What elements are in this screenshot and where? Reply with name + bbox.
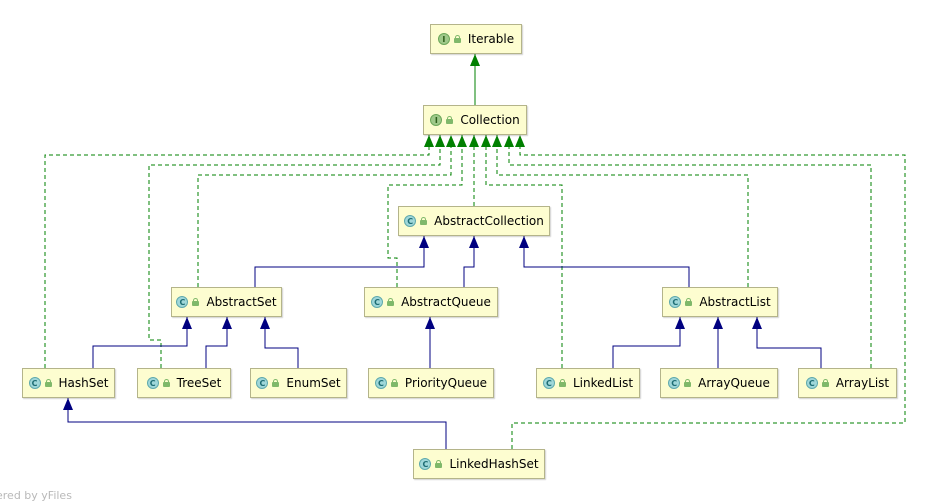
edge-abstractqueue-collection [387,135,463,287]
node-label: Iterable [467,32,515,46]
arrowhead-extends-10 [63,398,73,410]
arrowhead-collection-0 [424,135,434,147]
arrowhead-extends-3 [182,317,192,329]
node-label: AbstractSet [206,295,277,309]
edge-abstractqueue-abstractcollection [463,236,475,287]
node-linked-list[interactable]: C LinkedList [536,368,640,398]
arrowhead-extends-6 [425,317,435,329]
class-icon: C [669,296,682,308]
arrowhead-collection-2 [446,135,456,147]
arrowhead-collection-7 [504,135,514,147]
class-icon: C [668,377,681,389]
edge-linkedhashset-hashset [67,398,447,449]
node-label: ArrayQueue [698,376,770,390]
edge-enumset-abstractset [264,317,299,368]
edge-arraylist-abstractlist [756,317,822,368]
class-icon: C [28,377,41,389]
node-label: AbstractCollection [434,214,544,228]
class-icon: C [805,377,818,389]
class-icon: C [146,377,159,389]
public-lock-icon [821,379,830,387]
arrowhead-collection-1 [435,135,445,147]
public-lock-icon [684,298,693,306]
class-icon: C [374,377,387,389]
node-label: LinkedHashSet [449,457,539,471]
edge-treeset-collection [148,135,441,368]
edge-linkedlist-collection [485,135,563,368]
edge-linkedlist-abstractlist [612,317,681,368]
edge-linkedhashset-collection [511,135,906,449]
arrowhead-extends-0 [419,236,429,248]
class-icon: C [419,458,432,470]
public-lock-icon [558,379,567,387]
arrowhead-extends-4 [222,317,232,329]
node-hash-set[interactable]: C HashSet [22,368,115,398]
edge-hashset-collection [44,135,430,368]
node-abstract-set[interactable]: C AbstractSet [171,287,282,317]
edge-abstractset-abstractcollection [254,236,425,287]
node-abstract-list[interactable]: C AbstractList [662,287,778,317]
node-label: TreeSet [176,376,222,390]
arrowhead-collection-3 [457,135,467,147]
node-label: AbstractQueue [401,295,491,309]
arrowhead-iterable [470,54,480,66]
arrowhead-extends-1 [469,236,479,248]
class-icon: C [371,296,384,308]
public-lock-icon [386,298,395,306]
public-lock-icon [390,379,399,387]
public-lock-icon [445,116,454,124]
node-label: Collection [460,113,520,127]
node-abstract-queue[interactable]: C AbstractQueue [364,287,498,317]
arrowhead-extends-2 [519,236,529,248]
node-enum-set[interactable]: C EnumSet [250,368,347,398]
public-lock-icon [162,379,171,387]
edge-abstractlist-abstractcollection [523,236,690,287]
public-lock-icon [271,379,280,387]
yfiles-credit: ered by yFiles [0,489,72,502]
node-label: LinkedList [572,376,634,390]
edge-abstractset-collection [197,135,452,287]
interface-icon: I [437,33,450,45]
node-label: AbstractList [699,295,771,309]
arrowhead-extends-7 [675,317,685,329]
node-linked-hash-set[interactable]: C LinkedHashSet [413,449,545,479]
interface-icon: I [430,114,443,126]
edge-arraylist-collection [508,135,872,368]
node-priority-queue[interactable]: C PriorityQueue [368,368,494,398]
node-label: ArrayList [835,376,890,390]
class-icon: C [176,296,189,308]
node-array-list[interactable]: C ArrayList [798,368,897,398]
public-lock-icon [44,379,53,387]
class-icon: C [404,215,417,227]
arrowhead-collection-4 [469,135,479,147]
arrowhead-extends-9 [752,317,762,329]
edge-hashset-abstractset [92,317,188,368]
node-iterable[interactable]: I Iterable [430,24,522,54]
edge-treeset-abstractset [205,317,228,368]
arrowhead-collection-5 [481,135,491,147]
public-lock-icon [419,217,428,225]
edge-abstractlist-collection [496,135,749,287]
node-label: PriorityQueue [404,376,488,390]
public-lock-icon [191,298,200,306]
node-collection[interactable]: I Collection [423,105,527,135]
arrowhead-collection-8 [515,135,525,147]
arrowhead-extends-5 [260,317,270,329]
node-label: EnumSet [286,376,341,390]
node-array-queue[interactable]: C ArrayQueue [660,368,778,398]
public-lock-icon [434,460,443,468]
arrowhead-collection-6 [492,135,502,147]
arrowhead-extends-8 [713,317,723,329]
node-tree-set[interactable]: C TreeSet [137,368,231,398]
public-lock-icon [683,379,692,387]
class-icon: C [256,377,269,389]
node-label: HashSet [58,376,109,390]
class-icon: C [542,377,555,389]
public-lock-icon [453,35,462,43]
node-abstract-collection[interactable]: C AbstractCollection [398,206,550,236]
